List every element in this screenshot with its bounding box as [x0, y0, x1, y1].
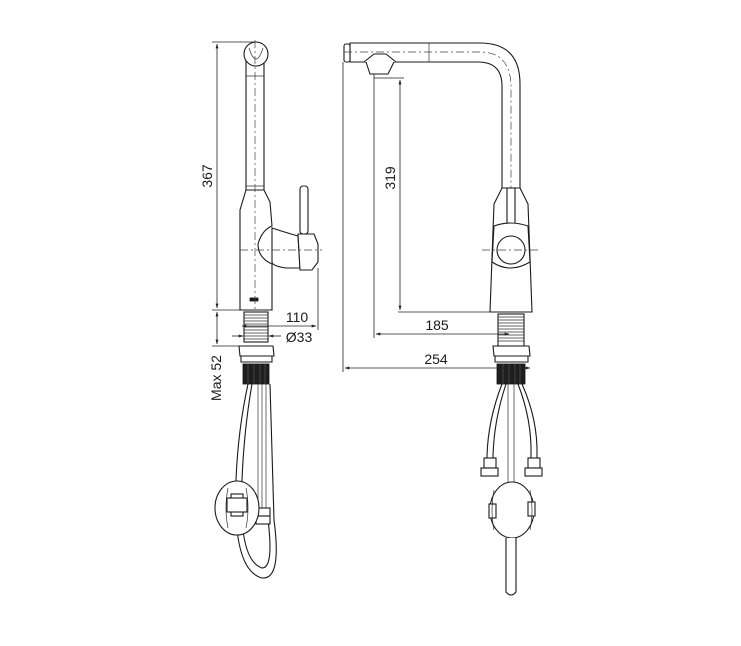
dim-label-110: 110: [286, 309, 309, 325]
side-spout: [243, 41, 269, 191]
dim-spout-clearance: 319: [374, 77, 494, 313]
dim-label-185: 185: [425, 317, 449, 333]
dim-label-319: 319: [382, 166, 398, 190]
dim-label-254: 254: [424, 351, 448, 367]
side-hoses: [235, 383, 277, 579]
side-fixing-nut: [238, 345, 275, 385]
front-centerline-spout: [344, 51, 512, 350]
front-fixing-nut: [492, 345, 531, 385]
side-view: 367 Max 52 110 Ø33: [199, 40, 322, 579]
front-spout: [343, 42, 521, 189]
dim-label-diameter-33: Ø33: [286, 329, 313, 345]
dim-label-367: 367: [199, 164, 215, 188]
dim-total-height: 367: [199, 41, 254, 311]
dim-spout-reach-center: 185: [373, 74, 510, 338]
front-counterweight: [488, 481, 536, 596]
side-shank: [243, 311, 269, 343]
front-shank: [497, 313, 525, 347]
dim-shank-diameter: Ø33: [232, 329, 312, 345]
side-body: [239, 185, 319, 311]
front-hoses: [480, 383, 543, 486]
side-counterweight: [214, 480, 260, 536]
dim-base-depth: 110: [241, 268, 319, 330]
dim-label-max-52: Max 52: [208, 355, 224, 401]
front-view: 319 185 254: [342, 42, 543, 596]
dim-spout-reach-overall: 254: [342, 62, 531, 372]
dim-max-counter: Max 52: [208, 311, 240, 401]
